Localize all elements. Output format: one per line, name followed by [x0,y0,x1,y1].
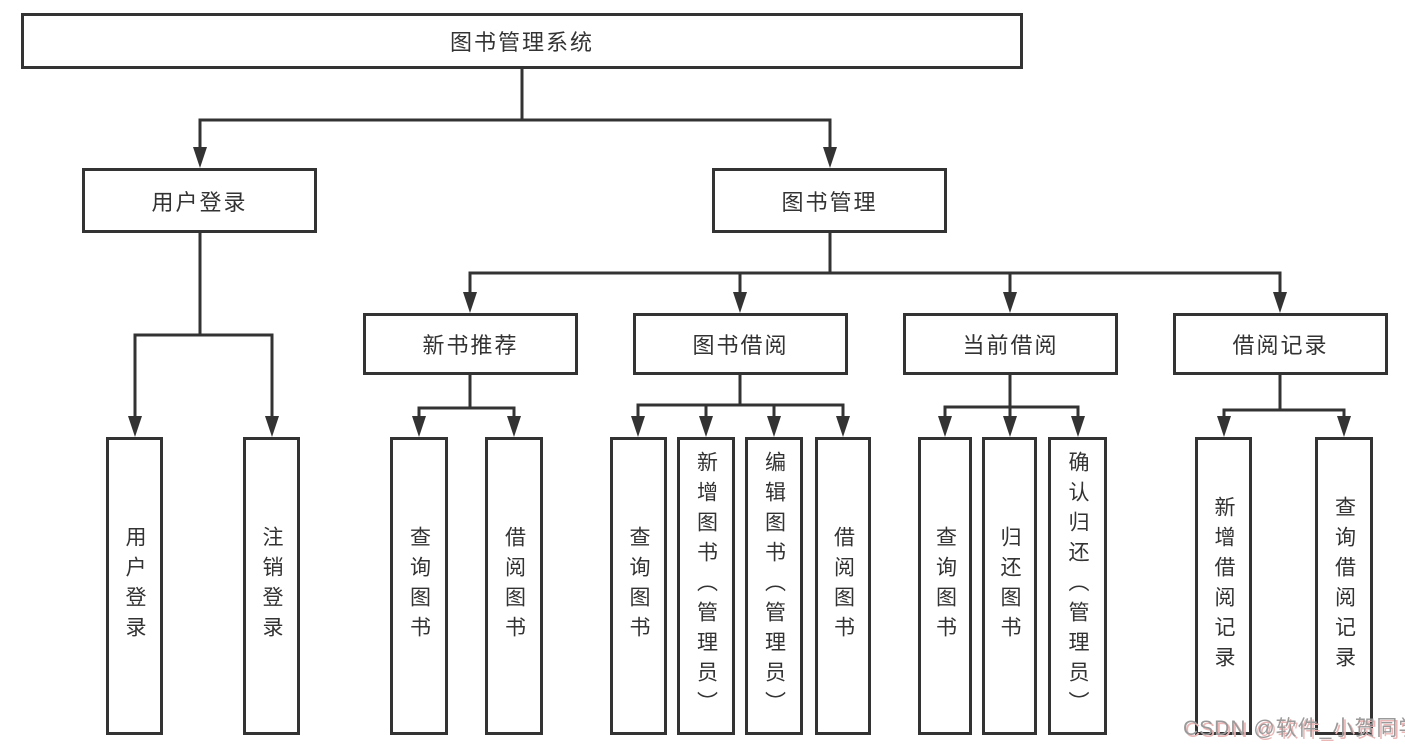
arrowhead [1217,416,1231,437]
leaf-user-login: 用户登录 [106,437,163,735]
arrowhead [1003,416,1017,437]
arrowhead [265,416,279,437]
node-user-login: 用户登录 [82,168,317,233]
leaf-add-books-admin: 新增图书（管理员） [677,437,735,735]
arrowhead [412,416,426,437]
node-library-management-system: 图书管理系统 [21,13,1023,69]
arrowhead [631,416,645,437]
leaf-confirm-return-admin: 确认归还（管理员） [1048,437,1107,735]
node-borrowing-records: 借阅记录 [1173,313,1388,375]
leaf-query-books-recommendation: 查询图书 [390,437,448,735]
leaf-edit-books-admin: 编辑图书（管理员） [745,437,803,735]
leaf-borrow-books: 借阅图书 [815,437,871,735]
arrowhead [938,416,952,437]
arrowhead [836,416,850,437]
leaf-add-borrow-record: 新增借阅记录 [1195,437,1252,735]
leaf-query-books-current: 查询图书 [918,437,972,735]
node-new-book-recommendation: 新书推荐 [363,313,578,375]
leaf-logout: 注销登录 [243,437,300,735]
leaf-borrow-books-recommendation: 借阅图书 [485,437,543,735]
arrowhead [193,147,207,168]
arrowhead [1337,416,1351,437]
arrowhead [733,292,747,313]
arrowhead [463,292,477,313]
leaf-query-books-borrowing: 查询图书 [610,437,667,735]
arrowhead [823,147,837,168]
leaf-return-books: 归还图书 [982,437,1037,735]
node-current-borrowing: 当前借阅 [903,313,1118,375]
arrowhead [699,416,713,437]
arrowhead [767,416,781,437]
arrowhead [1003,292,1017,313]
arrowhead [128,416,142,437]
arrowhead [1273,292,1287,313]
node-book-borrowing: 图书借阅 [633,313,848,375]
csdn-watermark: CSDN @软件_小贺同学 [1183,717,1405,740]
arrowhead [507,416,521,437]
leaf-query-borrow-record: 查询借阅记录 [1315,437,1373,735]
node-book-management: 图书管理 [712,168,947,233]
arrowhead [1071,416,1085,437]
